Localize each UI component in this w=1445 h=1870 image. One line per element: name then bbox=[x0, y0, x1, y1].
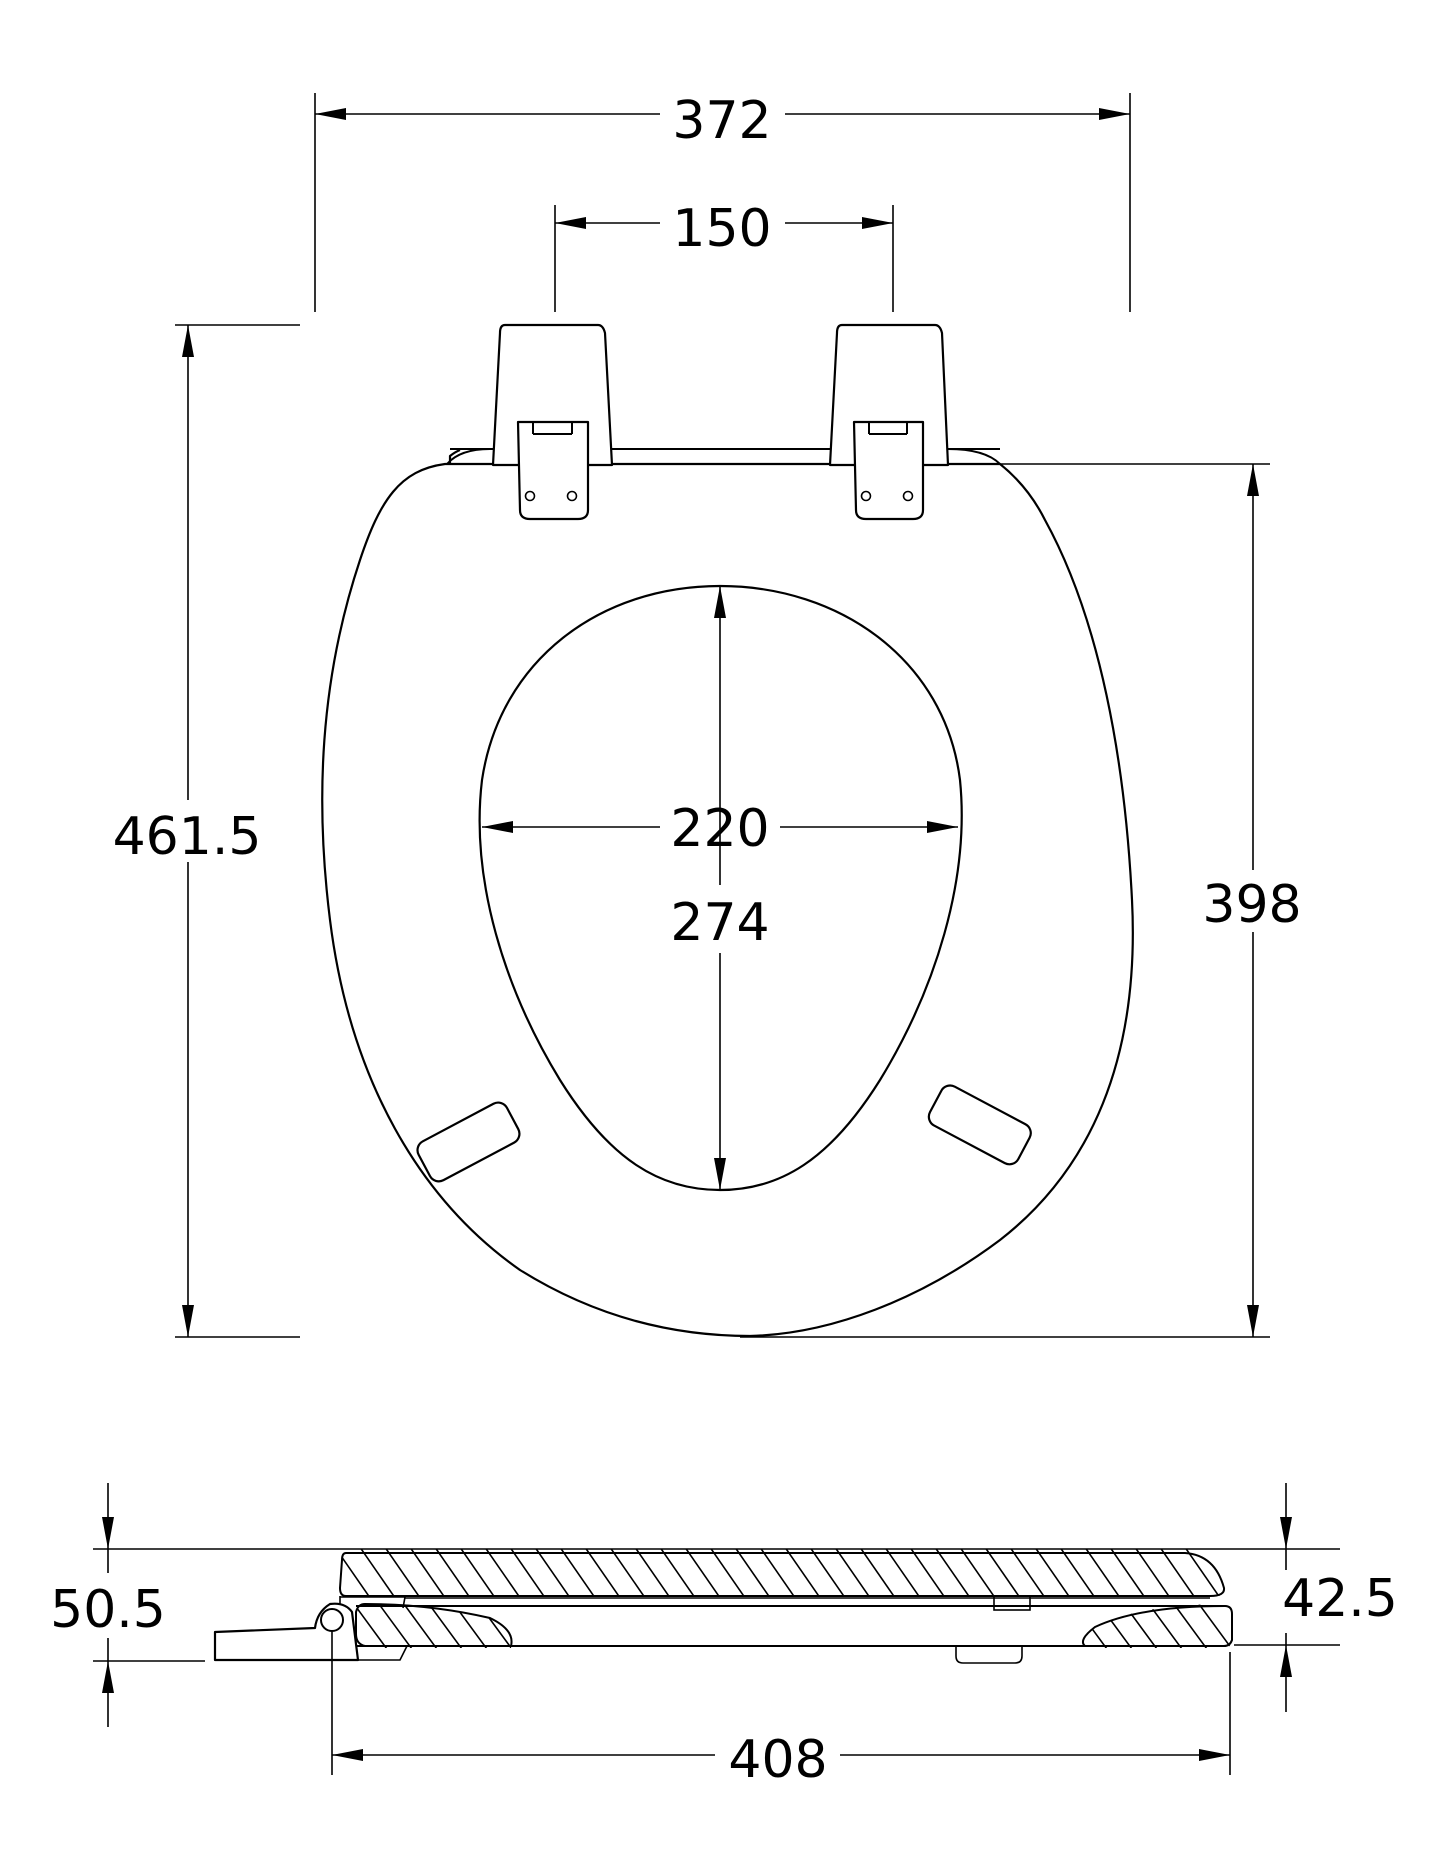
dimension-opening-width: 220 bbox=[482, 799, 958, 859]
bumper-pad-left bbox=[416, 1101, 521, 1183]
side-section-view: 50.5 42.5 408 bbox=[50, 1483, 1398, 1790]
dimension-label-150: 150 bbox=[672, 199, 771, 259]
screw-icon bbox=[902, 490, 914, 502]
hinge-right bbox=[828, 323, 950, 521]
dimension-label-50-5: 50.5 bbox=[50, 1580, 166, 1640]
dimension-label-372: 372 bbox=[672, 91, 771, 151]
dimension-side-length: 408 bbox=[331, 1631, 1231, 1790]
dimension-label-408: 408 bbox=[728, 1730, 827, 1790]
bumper-pad-right bbox=[927, 1084, 1032, 1166]
dimension-label-274: 274 bbox=[670, 893, 769, 953]
dimension-label-398: 398 bbox=[1202, 875, 1301, 935]
dimension-opening-length: 274 bbox=[660, 586, 785, 1190]
dimension-label-220: 220 bbox=[670, 799, 769, 859]
top-view: 372 150 bbox=[100, 85, 1315, 1338]
seat-rear-section bbox=[355, 1602, 513, 1648]
seat-foot bbox=[955, 1646, 1023, 1664]
screw-icon bbox=[860, 490, 872, 502]
dimension-hinge-spacing: 150 bbox=[555, 192, 893, 259]
screw-icon bbox=[524, 490, 536, 502]
hinge-left bbox=[491, 323, 614, 521]
dimension-seat-length: 398 bbox=[740, 464, 1315, 1338]
dimension-label-42-5: 42.5 bbox=[1282, 1569, 1398, 1629]
dimension-height-front: 42.5 bbox=[1280, 1483, 1398, 1712]
lid-section bbox=[338, 1549, 1226, 1611]
dimension-overall-width: 372 bbox=[315, 85, 1130, 151]
dimension-label-461-5: 461.5 bbox=[113, 807, 262, 867]
dimension-overall-length: 461.5 bbox=[100, 324, 300, 1338]
screw-icon bbox=[566, 490, 578, 502]
hinge-side bbox=[213, 1602, 409, 1662]
dimension-height-hinge: 50.5 bbox=[50, 1483, 166, 1727]
